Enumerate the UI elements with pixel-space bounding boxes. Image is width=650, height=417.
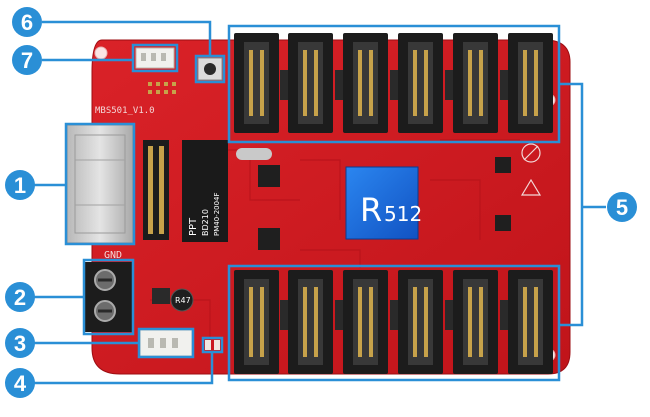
callout-number-3: 3 xyxy=(14,331,26,356)
callout-number-7: 7 xyxy=(21,48,33,73)
white-connector-bottom xyxy=(139,329,193,357)
callout-number-1: 1 xyxy=(14,173,26,198)
inductor-text: R47 xyxy=(175,296,191,305)
pin-header xyxy=(143,140,169,240)
power-terminal xyxy=(84,262,134,332)
callout-badge-6: 6 xyxy=(12,7,42,37)
phy-chip-text-2: BD210 xyxy=(201,209,210,236)
main-chip-model: 512 xyxy=(384,202,422,226)
main-controller-chip: R 512 xyxy=(345,166,422,240)
main-chip-brand: R xyxy=(360,191,382,229)
callout-badge-5: 5 xyxy=(607,192,637,222)
callout-number-4: 4 xyxy=(14,371,27,396)
callout-number-5: 5 xyxy=(616,195,628,220)
regulator-ic xyxy=(152,288,170,304)
callout-number-2: 2 xyxy=(14,285,26,310)
callout-badge-4: 4 xyxy=(5,368,35,398)
phy-chip: PPT BD210 PM40-2004F xyxy=(182,140,228,242)
bottom-hub-connectors xyxy=(234,270,553,374)
callout-badge-1: 1 xyxy=(5,170,35,200)
white-connector-top xyxy=(135,47,175,69)
callout-number-6: 6 xyxy=(21,10,33,35)
reset-button xyxy=(197,57,223,81)
power-inductor xyxy=(170,288,194,312)
ethernet-port xyxy=(66,124,134,244)
indicator-leds xyxy=(205,340,220,350)
crystal-oscillator xyxy=(236,148,272,160)
callout-leaders xyxy=(34,20,606,385)
phy-chip-text-3: PM40-2004F xyxy=(213,192,221,236)
compliance-marks xyxy=(520,143,542,196)
small-ics xyxy=(258,157,511,250)
top-hub-connectors xyxy=(234,33,553,133)
gnd-label: GND xyxy=(104,250,122,261)
buffer-ics xyxy=(280,70,508,330)
jtag-header xyxy=(148,82,176,94)
callout-badge-2: 2 xyxy=(5,282,35,312)
callout-badge-7: 7 xyxy=(12,45,42,75)
board-model-label: MBS501_V1.0 xyxy=(95,106,155,116)
phy-chip-text-1: PPT xyxy=(188,217,199,236)
callout-badge-3: 3 xyxy=(5,328,35,358)
